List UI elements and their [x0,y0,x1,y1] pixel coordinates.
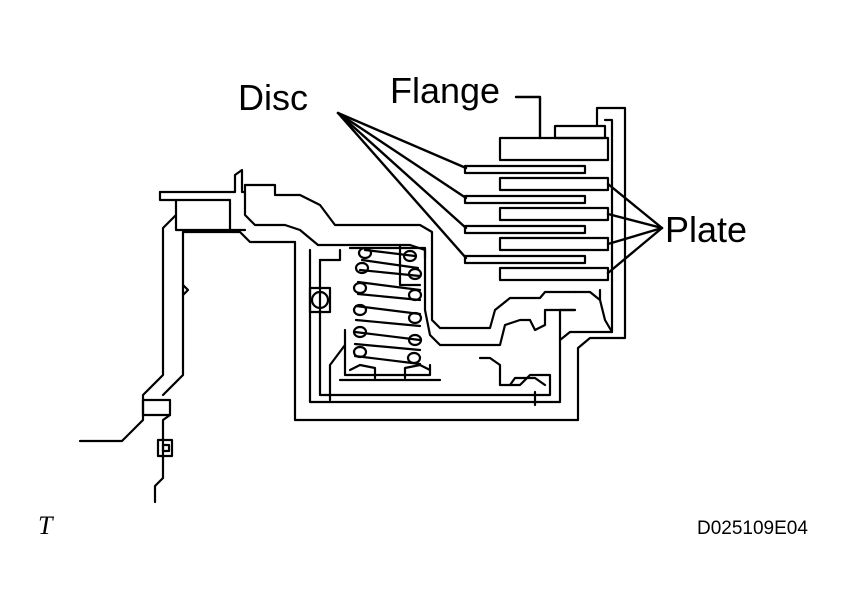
disc-label: Disc [238,77,308,118]
flange-label: Flange [390,70,501,111]
plate-leaders [606,182,664,275]
disc-4 [463,254,587,265]
plate-3 [498,236,610,252]
plates [498,176,610,282]
figure-code: D025109E04 [697,518,808,539]
plate-2 [498,206,610,222]
flange-leader [514,95,542,140]
plate-1 [498,176,610,192]
return-spring [338,243,442,382]
left-housing [78,168,297,504]
plate-label: Plate [665,209,748,250]
corner-mark: T [38,511,53,540]
disc-1 [463,164,587,175]
disc-2 [463,194,587,205]
flange [498,124,610,162]
check-ball [308,286,332,314]
clutch-cylinder [243,106,627,422]
plate-4 [498,266,610,282]
disc-leaders [336,111,468,260]
disc-3 [463,224,587,235]
discs [463,164,587,265]
